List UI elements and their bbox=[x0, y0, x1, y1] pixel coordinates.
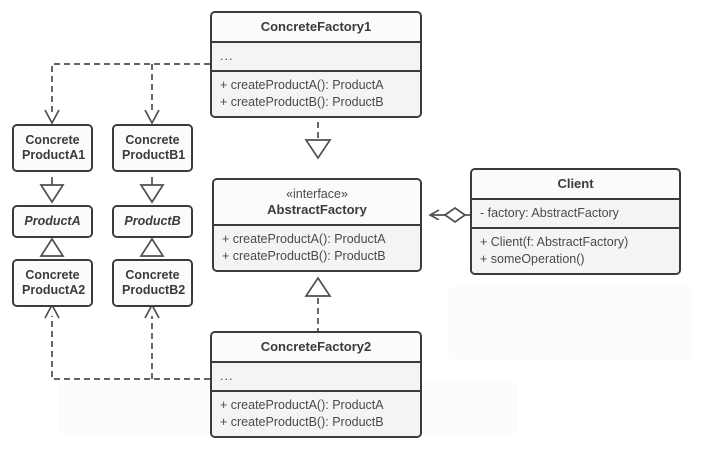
class-name-line2: ProductB1 bbox=[122, 148, 186, 162]
edge-cpb2-extends-productb bbox=[139, 237, 165, 257]
class-box-abstractfactory[interactable]: «interface» AbstractFactory + createProd… bbox=[212, 178, 422, 272]
edge-cf1-creates-products bbox=[44, 63, 210, 125]
class-name-text: AbstractFactory bbox=[267, 202, 367, 217]
class-box-producta[interactable]: ProductA bbox=[12, 205, 93, 238]
class-name-line2: ProductB2 bbox=[122, 283, 186, 297]
class-name-concreteproducta1: Concrete ProductA1 bbox=[14, 126, 91, 170]
class-box-concretefactory2[interactable]: ConcreteFactory2 ... + createProductA():… bbox=[210, 331, 422, 438]
operation-row: + Client(f: AbstractFactory) bbox=[480, 235, 629, 249]
class-name-abstractfactory: «interface» AbstractFactory bbox=[214, 180, 420, 224]
edge-cpb1-extends-productb bbox=[139, 177, 165, 204]
class-name-concretefactory1: ConcreteFactory1 bbox=[212, 13, 420, 41]
class-name-line1: Concrete bbox=[25, 133, 80, 147]
class-name-concreteproductb2: Concrete ProductB2 bbox=[114, 261, 191, 305]
class-box-concreteproducta1[interactable]: Concrete ProductA1 bbox=[12, 124, 93, 172]
attribute-row: ... bbox=[220, 49, 234, 63]
class-name-productb: ProductB bbox=[114, 207, 191, 236]
class-operations-concretefactory1: + createProductA(): ProductA + createPro… bbox=[212, 70, 420, 116]
class-operations-client: + Client(f: AbstractFactory) + someOpera… bbox=[472, 227, 679, 273]
class-name-line1: Concrete bbox=[125, 268, 180, 282]
class-name-concreteproductb1: Concrete ProductB1 bbox=[114, 126, 191, 170]
class-name-line1: Concrete bbox=[125, 133, 180, 147]
class-box-concreteproducta2[interactable]: Concrete ProductA2 bbox=[12, 259, 93, 307]
operation-row: + createProductA(): ProductA bbox=[220, 398, 384, 412]
class-name-line2: ProductA1 bbox=[22, 148, 86, 162]
edge-cf2-creates-products bbox=[44, 303, 210, 380]
class-box-productb[interactable]: ProductB bbox=[112, 205, 193, 238]
edge-client-aggregates-abstractfactory bbox=[430, 206, 470, 224]
class-name-client: Client bbox=[472, 170, 679, 198]
attribute-row: ... bbox=[220, 369, 234, 383]
edge-cf1-realizes-abstractfactory bbox=[304, 122, 332, 160]
class-name-concretefactory2: ConcreteFactory2 bbox=[212, 333, 420, 361]
edge-cpa2-extends-producta bbox=[39, 237, 65, 257]
edge-cf2-realizes-abstractfactory bbox=[304, 276, 332, 334]
edge-cpa1-extends-producta bbox=[39, 177, 65, 204]
class-operations-concretefactory2: + createProductA(): ProductA + createPro… bbox=[212, 390, 420, 436]
class-attributes-client: - factory: AbstractFactory bbox=[472, 198, 679, 227]
class-box-concreteproductb1[interactable]: Concrete ProductB1 bbox=[112, 124, 193, 172]
operation-row: + createProductB(): ProductB bbox=[220, 95, 384, 109]
operation-row: + createProductB(): ProductB bbox=[222, 249, 386, 263]
class-attributes-concretefactory1: ... bbox=[212, 41, 420, 70]
operation-row: + createProductA(): ProductA bbox=[222, 232, 386, 246]
operation-row: + someOperation() bbox=[480, 252, 585, 266]
class-name-producta: ProductA bbox=[14, 207, 91, 236]
class-box-concretefactory1[interactable]: ConcreteFactory1 ... + createProductA():… bbox=[210, 11, 422, 118]
class-name-line2: ProductA2 bbox=[22, 283, 86, 297]
class-name-concreteproducta2: Concrete ProductA2 bbox=[14, 261, 91, 305]
operation-row: + createProductB(): ProductB bbox=[220, 415, 384, 429]
class-operations-abstractfactory: + createProductA(): ProductA + createPro… bbox=[214, 224, 420, 270]
background-artifact-2 bbox=[448, 286, 692, 360]
operation-row: + createProductA(): ProductA bbox=[220, 78, 384, 92]
stereotype-interface: «interface» bbox=[286, 187, 348, 201]
class-box-client[interactable]: Client - factory: AbstractFactory + Clie… bbox=[470, 168, 681, 275]
class-name-line1: Concrete bbox=[25, 268, 80, 282]
attribute-row: - factory: AbstractFactory bbox=[480, 206, 619, 220]
class-box-concreteproductb2[interactable]: Concrete ProductB2 bbox=[112, 259, 193, 307]
class-attributes-concretefactory2: ... bbox=[212, 361, 420, 390]
